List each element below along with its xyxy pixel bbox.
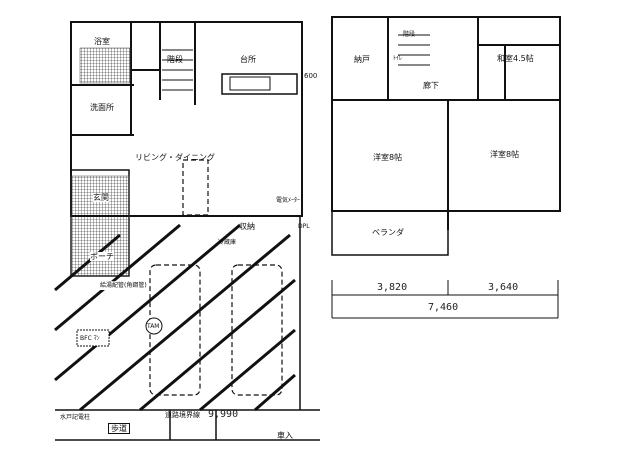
note-hot-water-pipe: 給湯配管(角鋼管) (100, 281, 147, 290)
second-floor-walls (331, 16, 561, 212)
room-entrance: 玄関 (93, 193, 109, 202)
room-stairs: 階段 (167, 55, 183, 64)
sidewalk-label: 歩道 (108, 423, 130, 434)
note-bfc: BFC ﾏﾝ (80, 335, 100, 342)
parking-cars (149, 159, 283, 396)
room-storage: 収納 (239, 222, 255, 231)
road-boundary-value: 9,990 (208, 409, 239, 420)
room-western-2: 洋室8帖 (490, 150, 520, 159)
site-hatching (54, 223, 296, 412)
dimension-total: 7,460 (428, 302, 459, 313)
road-boundary-label: 道路境界線 (165, 411, 200, 419)
room-bath: 浴室 (94, 37, 110, 46)
room-western-1: 洋室8帖 (373, 153, 403, 162)
note-fridge: 冷蔵庫 (218, 239, 237, 246)
room-veranda: ベランダ (372, 228, 404, 237)
room-washitsu: 和室4.5帖 (497, 54, 534, 63)
room-porch: ポーチ (90, 252, 114, 261)
note-tank: TAM (147, 323, 160, 330)
room-closet: 納戸 (354, 55, 370, 64)
note-meter2: 電気ﾒｰﾀｰ (276, 197, 301, 204)
room-washroom: 洗面所 (90, 103, 114, 112)
first-floor-walls (70, 21, 303, 217)
room-kitchen: 台所 (240, 55, 256, 64)
room-toilet: ﾄｲﾚ (393, 55, 403, 62)
note-meter: 水戸記電柱 (60, 414, 91, 421)
dimension-left: 3,820 (377, 282, 408, 293)
room-stairs-2f: 階段 (403, 31, 416, 38)
car-entry-label: 車入 (277, 431, 293, 440)
room-hall: 廊下 (423, 81, 439, 90)
room-living-dining: リビング・ダイニング (135, 153, 215, 162)
note-dpl: DPL (298, 223, 310, 230)
note-side-dim: 600 (304, 72, 318, 80)
dimension-right: 3,640 (488, 282, 519, 293)
